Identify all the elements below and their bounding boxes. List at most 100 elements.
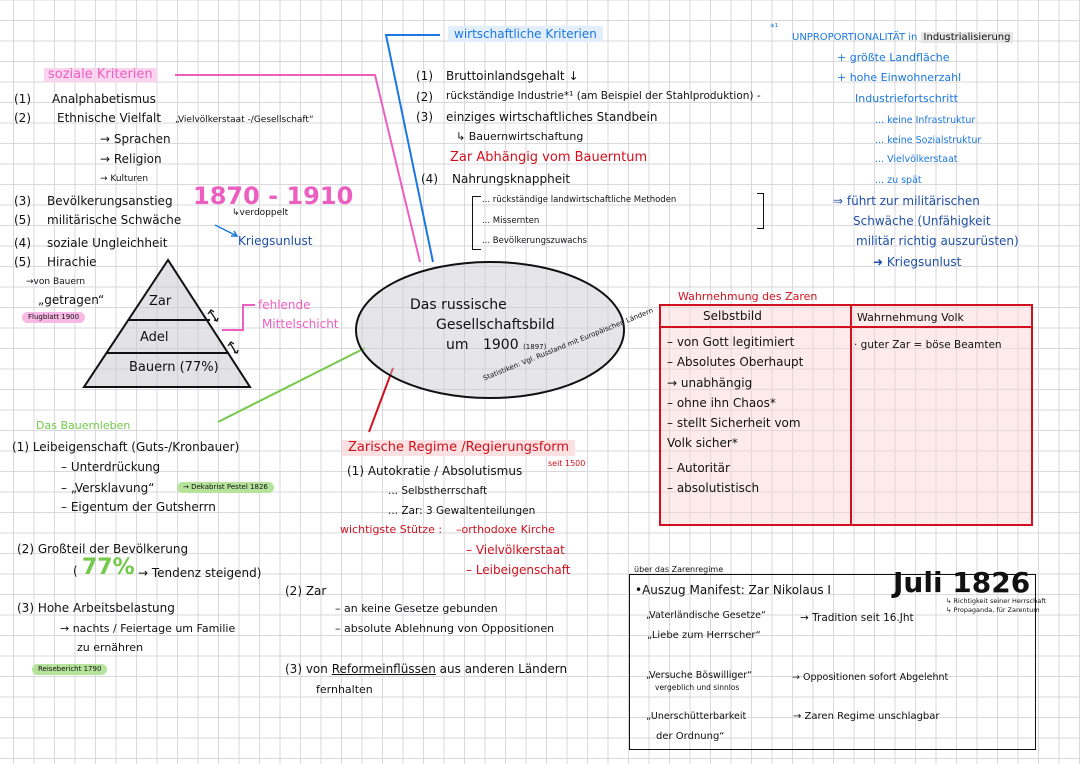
majority-item: (2) Großteil der Bevölkerung xyxy=(17,542,189,556)
autocracy-sub-2: ... Zar: 3 Gewaltenteilungen xyxy=(388,505,536,517)
years-highlight: 1870 - 1910 xyxy=(193,182,354,210)
economic-title: wirtschaftliche Kriterien xyxy=(448,26,603,42)
center-title-line1: Das russische xyxy=(410,297,507,313)
pyramid-tsar: Zar xyxy=(149,294,172,309)
sub-cultures: → Kulturen xyxy=(100,174,149,184)
economic-item-3-num: (3) xyxy=(416,110,433,124)
table-row-divider xyxy=(661,326,1031,328)
tsar-item-opposition: – absolute Ablehnung von Oppositionen xyxy=(335,622,555,635)
hierarchy-note-2: „getragen“ xyxy=(38,293,105,307)
ethnic-diversity: Ethnische Vielfalt xyxy=(57,111,162,125)
social-item-3-num: (3) xyxy=(14,194,31,208)
self-image-item: – stellt Sicherheit vom xyxy=(667,416,801,430)
center-ellipse xyxy=(355,261,625,399)
sub-languages: → Sprachen xyxy=(100,132,171,146)
conclusion-2: Schwäche (Unfähigkeit xyxy=(853,214,991,228)
workload-sub-2: zu ernähren xyxy=(77,641,144,654)
quote-order-arrow: → Zaren Regime unschlagbar xyxy=(793,711,940,722)
hierarchy-note-1: →von Bauern xyxy=(26,277,86,287)
self-image-item: – ohne ihn Chaos* xyxy=(667,396,776,410)
scarcity-1: ... rückständige landwirtschaftliche Met… xyxy=(482,195,677,205)
center-title-line2: Gesellschaftsbild xyxy=(436,317,555,333)
serfdom-item: (1) Leibeigenschaft (Guts-/Kronbauer) xyxy=(12,440,240,454)
footnote-title: UNPROPORTIONALITÄT in Industrialisierung xyxy=(792,32,1014,43)
economic-item-1-num: (1) xyxy=(416,69,433,83)
serf-item-oppression: – Unterdrückung xyxy=(61,460,161,474)
economic-item-2: rückständige Industrie*¹ (am Beispiel de… xyxy=(446,90,761,102)
doubled-note: ↳verdoppelt xyxy=(232,208,289,218)
table-column-divider xyxy=(850,306,852,524)
economic-connector-line xyxy=(384,34,440,263)
center-year-note: (1897) xyxy=(523,343,547,351)
decembrist-badge: → Dekabrist Pestel 1826 xyxy=(177,482,274,493)
flyer-badge: Flugblatt 1900 xyxy=(22,312,86,323)
self-image-item: – Autoritär xyxy=(667,461,730,475)
social-item-4-num: (5) xyxy=(14,213,31,227)
social-item-2: Ethnische Vielfalt „Vielvölkerstaat -/Ge… xyxy=(57,111,314,126)
reform-influences: Reformeinflüssen xyxy=(331,662,436,676)
self-image-item: Volk sicher* xyxy=(667,436,738,450)
social-title: soziale Kriterien xyxy=(44,68,157,82)
peasant-percent: 77% xyxy=(82,555,135,580)
self-image-item: – absolutistisch xyxy=(667,481,760,495)
multinational-quote: „Vielvölkerstaat -/Gesellschaft“ xyxy=(174,115,314,125)
pillar-multinational: – Vielvölkerstaat xyxy=(466,543,565,557)
self-image-item: – von Gott legitimiert xyxy=(667,335,795,349)
arrow-icon xyxy=(214,224,239,237)
percent-open: ( xyxy=(73,564,78,578)
conclusion-1: ⇒ führt zur militärischen xyxy=(833,194,980,208)
industrialisation-label: Industrialisierung xyxy=(920,32,1014,43)
right-bracket xyxy=(757,193,764,229)
reform-item: (3) von Reformeinflüssen aus anderen Län… xyxy=(285,662,567,676)
footnote-sub-2: ... keine Sozialstruktur xyxy=(875,135,982,146)
social-connector-line xyxy=(175,74,421,263)
center-um: um xyxy=(446,337,469,353)
pillar-church: –orthodoxe Kirche xyxy=(456,523,555,536)
peasants-title: Das Bauernleben xyxy=(36,419,131,432)
self-image-item: → unabhängig xyxy=(667,376,753,390)
economic-item-2-num: (2) xyxy=(416,90,433,104)
manifest-date-note-1: ↳ Richtigkeit seiner Herrschaft xyxy=(946,597,1046,605)
trend-rising: → Tendenz steigend) xyxy=(138,566,262,580)
social-item-6: Hirachie xyxy=(47,255,97,269)
center-year: 1900 xyxy=(482,337,519,353)
travel-report-badge: Reisebericht 1790 xyxy=(32,664,108,675)
serf-item-property: – Eigentum der Gutsherrn xyxy=(61,500,216,514)
autocracy-sub-1: ... Selbstherrschaft xyxy=(388,485,488,497)
manifest-heading: über das Zarenregime xyxy=(634,565,724,574)
economic-item-4: Nahrungsknappheit xyxy=(452,172,571,186)
quote-malicious-arrow: → Oppositionen sofort Abgelehnt xyxy=(792,672,949,683)
quote-malicious-sub: vergeblich und sinnlos xyxy=(655,683,740,692)
reform-rest: aus anderen Ländern xyxy=(439,662,568,676)
social-item-6-num: (5) xyxy=(14,255,31,269)
pillars-label: wichtigste Stütze : xyxy=(340,523,443,536)
economic-item-4-num: (4) xyxy=(421,172,438,186)
manifest-line1: •Auszug Manifest: Zar Nikolaus I xyxy=(635,583,831,597)
workload-item: (3) Hohe Arbeitsbelastung xyxy=(17,601,175,615)
quote-love: „Liebe zum Herrscher“ xyxy=(647,630,761,641)
social-item-2-num: (2) xyxy=(14,111,31,125)
serf-item-enslavement: – „Versklavung“ xyxy=(61,481,155,495)
conclusion-3: militär richtig auszurüsten) xyxy=(856,234,1019,248)
missing-middle-bracket xyxy=(222,304,255,331)
hierarchy-pyramid xyxy=(82,258,252,388)
footnote-progress: Industriefortschritt xyxy=(855,92,958,105)
tsar-item-laws: – an keine Gesetze gebunden xyxy=(335,602,498,615)
manifest-box xyxy=(629,574,1036,750)
missing-middle-1: fehlende xyxy=(258,298,311,312)
scarcity-2: ... Missernten xyxy=(482,216,540,226)
peasant-connector-line xyxy=(217,347,366,423)
missing-middle-2: Mittelschicht xyxy=(262,317,339,331)
center-title-line3: um 1900 (1897) xyxy=(446,336,546,354)
footnote-plus-1: + größte Landfläche xyxy=(837,51,950,64)
perception-table: Selbstbild Wahrnehmung Volk – von Gott l… xyxy=(659,304,1033,526)
social-item-1: Analphabetismus xyxy=(52,92,156,106)
pyramid-nobility: Adel xyxy=(140,330,169,345)
autocracy-item: (1) Autokratie / Absolutismus xyxy=(347,464,523,478)
left-bracket xyxy=(472,196,481,250)
social-item-5-num: (4) xyxy=(14,236,31,250)
economic-item-3: einziges wirtschaftliches Standbein xyxy=(446,110,658,124)
social-item-3: Bevölkerungsanstieg xyxy=(47,194,173,208)
social-item-5: soziale Ungleichheit xyxy=(47,236,168,250)
